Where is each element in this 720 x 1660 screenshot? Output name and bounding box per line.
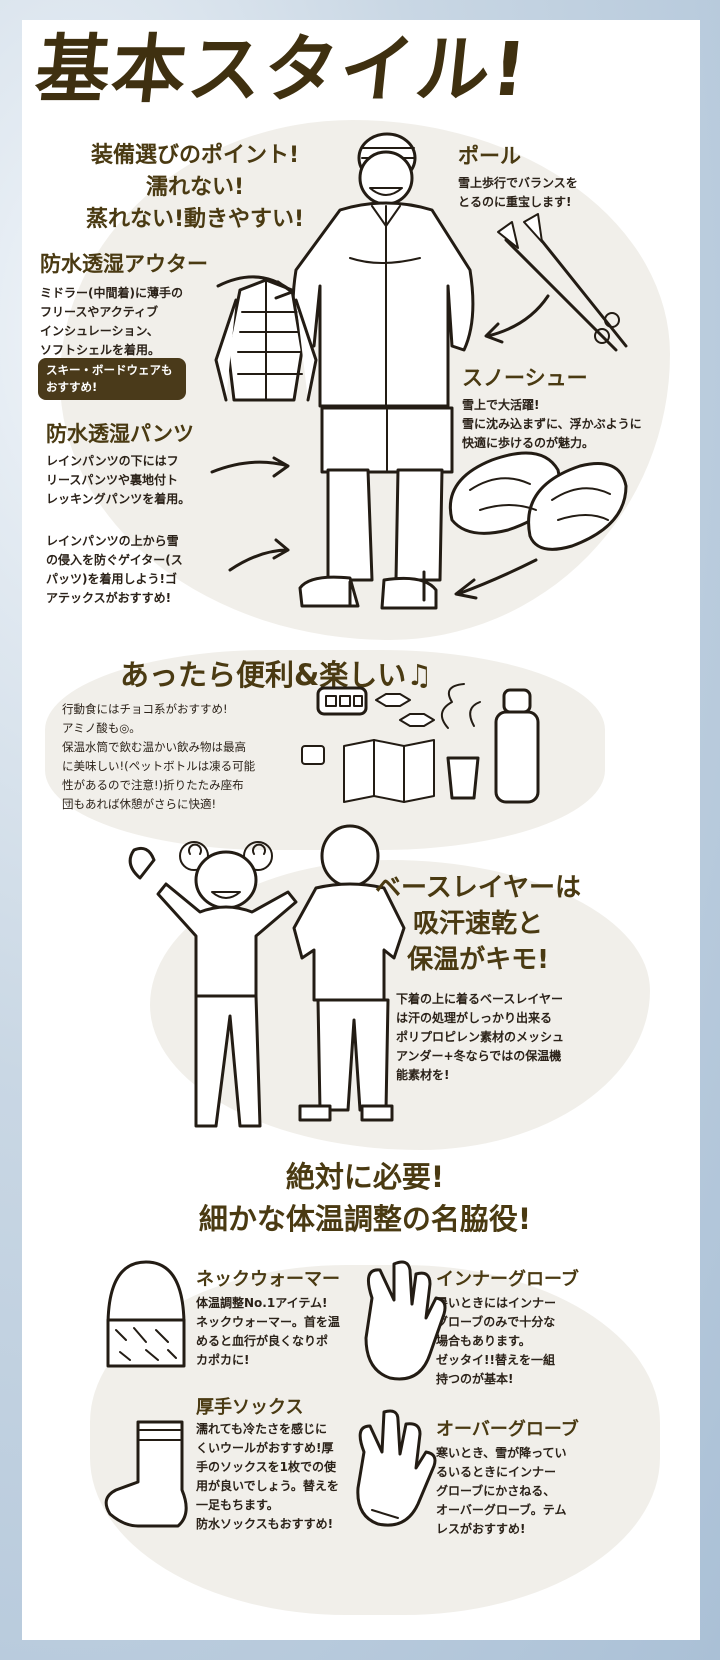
pole-body: 雪上歩行でバランスを とるのに重宝します!: [458, 176, 578, 209]
pole-title: ポール: [458, 144, 521, 168]
neck-warmer-body: 体温調整No.1アイテム! ネックウォーマー。首を温 めると血行が良くなりポ カ…: [196, 1296, 340, 1367]
inner-glove-body: 暑いときにはインナー グローブのみで十分な 場合もあります。 ゼッタイ!!替えを…: [436, 1296, 557, 1386]
base-layer-body: 下着の上に着るベースレイヤー は汗の処理がしっかり出来る ポリプロピレン素材のメ…: [396, 992, 565, 1082]
over-glove-title: オーバーグローブ: [436, 1419, 579, 1440]
essentials-title: 絶対に必要! 細かな体温調整の名脇役!: [198, 1160, 532, 1236]
neck-warmer-title: ネックウォーマー: [196, 1269, 340, 1290]
over-glove-body: 寒いとき、雪が降ってい るいるときにインナー グローブにかさねる、 オーバーグロ…: [436, 1446, 567, 1536]
gaiter-body: レインパンツの上から雪 の侵入を防ぐゲイター(ス パッツ)を着用しよう!ゴ アテ…: [46, 534, 183, 605]
convenient-body: 行動食にはチョコ系がおすすめ! アミノ酸も◎。 保温水筒で飲む温かい飲み物は最高…: [62, 702, 256, 811]
pants-title: 防水透湿パンツ: [46, 422, 195, 446]
outer-body: ミドラー(中間着)に薄手の フリースやアクティブ インシュレーション、 ソフトシ…: [40, 286, 183, 357]
pants-body: レインパンツの下にはフ リースパンツや裏地付ト レッキングパンツを着用。: [46, 454, 191, 506]
outer-note: スキー・ボードウェアも おすすめ!: [38, 358, 186, 400]
inner-glove-title: インナーグローブ: [436, 1269, 579, 1290]
socks-title: 厚手ソックス: [196, 1397, 304, 1418]
snowshoe-body: 雪上で大活躍! 雪に沈み込まずに、浮かぶように 快適に歩けるのが魅力。: [462, 398, 642, 450]
outer-title: 防水透湿アウター: [40, 252, 208, 276]
convenient-title: あったら便利&楽しい♫: [120, 658, 433, 692]
base-layer-title: ベースレイヤーは 吸汗速乾と 保温がキモ!: [375, 873, 581, 975]
socks-body: 濡れても冷たさを感じに くいウールがおすすめ!厚 手のソックスを1枚での使 用が…: [196, 1422, 339, 1531]
snowshoe-title: スノーシュー: [462, 366, 588, 390]
equipment-headline: 装備選びのポイント! 濡れない! 蒸れない!動きやすい!: [85, 143, 305, 232]
